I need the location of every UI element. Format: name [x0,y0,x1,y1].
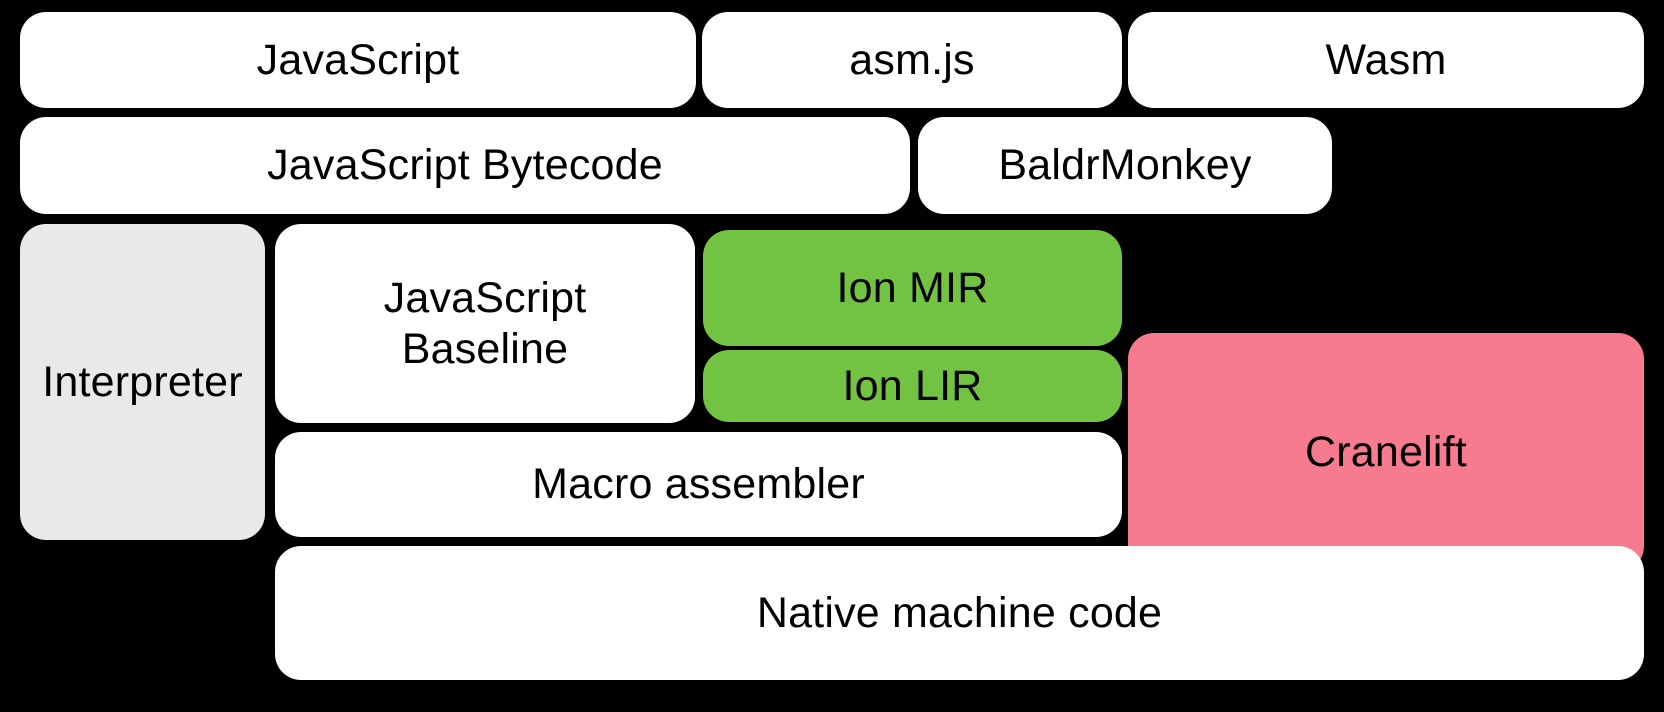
node-ion-lir[interactable]: Ion LIR [703,350,1122,422]
node-ion-mir[interactable]: Ion MIR [703,230,1122,346]
node-wasm[interactable]: Wasm [1128,12,1644,108]
node-asm-js[interactable]: asm.js [702,12,1122,108]
node-interpreter[interactable]: Interpreter [20,224,265,540]
node-javascript-baseline[interactable]: JavaScript Baseline [275,224,695,423]
node-baldrmonkey[interactable]: BaldrMonkey [918,117,1332,214]
node-macro-assembler[interactable]: Macro assembler [275,432,1122,537]
node-native-machine-code[interactable]: Native machine code [275,546,1644,680]
node-javascript[interactable]: JavaScript [20,12,696,108]
node-cranelift[interactable]: Cranelift [1128,333,1644,572]
node-javascript-bytecode[interactable]: JavaScript Bytecode [20,117,910,214]
